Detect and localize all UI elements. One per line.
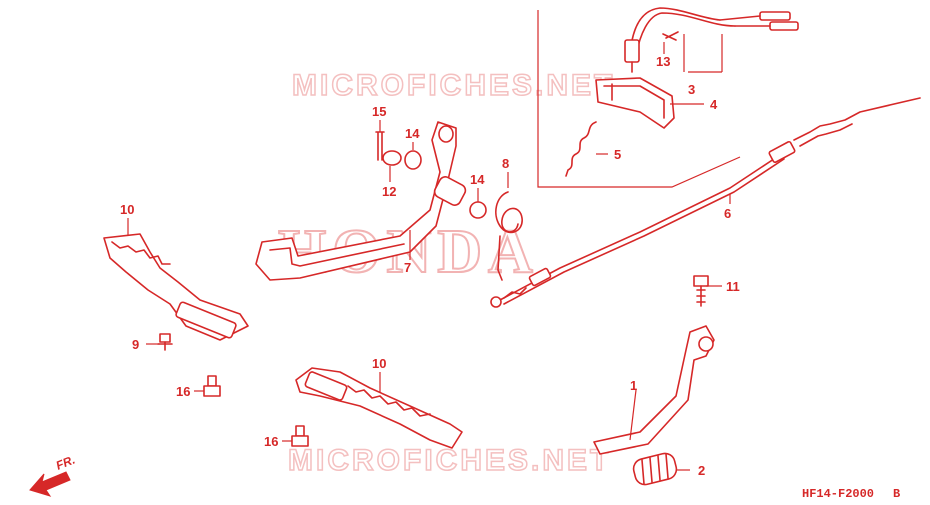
cotter-pin-part-15 (375, 131, 385, 161)
callout-6: 6 (724, 206, 731, 221)
callout-2: 2 (698, 463, 705, 478)
leader-lines (127, 34, 731, 471)
shift-lever-part-1 (593, 325, 715, 455)
watermark-site-top: MICROFICHES.NET (292, 69, 615, 102)
callout-1: 1 (630, 378, 637, 393)
footpeg-right-part-10 (295, 367, 463, 449)
return-spring-part-8 (495, 191, 523, 281)
callout-13: 13 (656, 54, 670, 69)
drawing-revision: B (893, 487, 900, 501)
watermark-site-bottom: MICROFICHES.NET (288, 444, 611, 477)
callout-14-top: 14 (405, 126, 420, 141)
callouts: 1 2 3 4 5 6 7 8 9 10 10 11 12 13 14 14 1… (120, 54, 740, 478)
washer-part-12 (382, 150, 402, 166)
callout-5: 5 (614, 147, 621, 162)
footpad-part-2 (632, 452, 678, 486)
callout-10-left: 10 (120, 202, 134, 217)
brake-pedal-part-7 (255, 121, 467, 281)
callout-15: 15 (372, 104, 386, 119)
bolt-part-9 (157, 333, 173, 351)
callout-12: 12 (382, 184, 396, 199)
drawing-code: HF14-F2000 (802, 487, 874, 501)
front-direction-indicator: FR. (29, 453, 77, 497)
callout-7: 7 (404, 260, 411, 275)
callout-16-upper: 16 (176, 384, 190, 399)
front-direction-label: FR. (54, 453, 77, 473)
bolt-part-11 (693, 275, 709, 307)
callout-11: 11 (726, 279, 740, 294)
bolt-part-16-upper (203, 375, 221, 397)
callout-3: 3 (688, 82, 695, 97)
bolt-part-16-lower (291, 425, 309, 447)
callout-10-right: 10 (372, 356, 386, 371)
washer-part-14-top (404, 150, 422, 170)
inset-frame (537, 10, 741, 188)
bracket-part-4 (595, 77, 675, 129)
callout-14-right: 14 (470, 172, 485, 187)
callout-16-lower: 16 (264, 434, 278, 449)
spring-part-5 (565, 121, 597, 177)
callout-9: 9 (132, 337, 139, 352)
front-arrow-icon (29, 471, 71, 497)
callout-8: 8 (502, 156, 509, 171)
cable-assembly-top (624, 7, 799, 73)
washer-part-14-right (469, 201, 487, 219)
cable-part-6 (490, 97, 921, 308)
footpeg-left-part-10 (103, 233, 249, 341)
pin-part-13 (662, 31, 679, 41)
callout-4: 4 (710, 97, 718, 112)
